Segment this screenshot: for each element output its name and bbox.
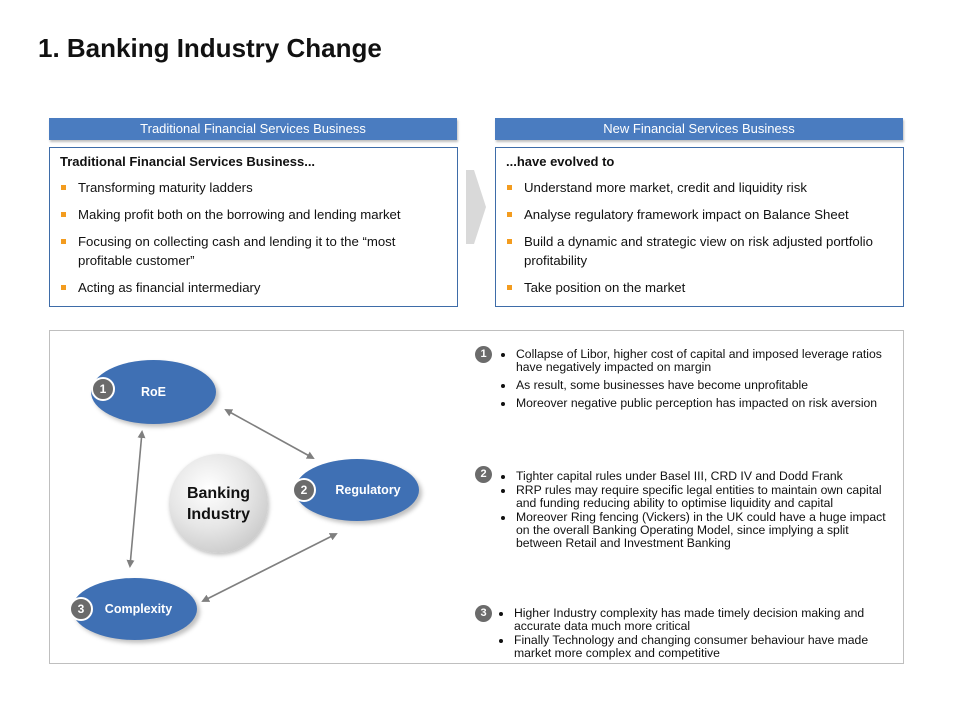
bullet-square-icon — [507, 285, 512, 290]
arrow-complexity-regulatory — [201, 533, 338, 602]
list-item: Transforming maturity ladders — [60, 178, 447, 197]
list-item: Tighter capital rules under Basel III, C… — [498, 470, 898, 483]
driver-3-list: Higher Industry complexity has made time… — [496, 607, 891, 665]
arrow-roe-regulatory — [224, 409, 315, 459]
list-item: Moreover Ring fencing (Vickers) in the U… — [498, 511, 898, 550]
bullet-square-icon — [61, 239, 66, 244]
arrow-roe-complexity — [126, 430, 146, 568]
list-item: Acting as financial intermediary — [60, 278, 447, 297]
drivers-box — [49, 330, 904, 664]
bullet-dot-icon — [501, 353, 505, 357]
traditional-list: Transforming maturity ladders Making pro… — [60, 178, 447, 297]
list-item: RRP rules may require specific legal ent… — [498, 484, 898, 510]
list-item: Making profit both on the borrowing and … — [60, 205, 447, 224]
driver-1-list: Collapse of Libor, higher cost of capita… — [498, 348, 893, 415]
driver-2-list: Tighter capital rules under Basel III, C… — [498, 470, 898, 555]
bullet-dot-icon — [501, 475, 505, 479]
list-item: Understand more market, credit and liqui… — [506, 178, 893, 197]
new-lead: ...have evolved to — [506, 154, 615, 169]
bullet-dot-icon — [499, 639, 503, 643]
bullet-dot-icon — [501, 489, 505, 493]
bullet-square-icon — [61, 212, 66, 217]
list-item: Collapse of Libor, higher cost of capita… — [498, 348, 893, 374]
list-item: Focusing on collecting cash and lending … — [60, 232, 447, 270]
driver-3-badge: 3 — [475, 605, 492, 622]
new-panel: ...have evolved to Understand more marke… — [495, 147, 904, 307]
list-item: Moreover negative public perception has … — [498, 397, 893, 410]
traditional-header: Traditional Financial Services Business — [49, 118, 457, 140]
chevron-right-icon — [466, 170, 486, 244]
bullet-dot-icon — [501, 402, 505, 406]
traditional-lead: Traditional Financial Services Business.… — [60, 154, 316, 169]
regulatory-number-badge: 2 — [292, 478, 316, 502]
banking-industry-circle: Banking Industry — [169, 454, 268, 553]
driver-2-badge: 2 — [475, 466, 492, 483]
bullet-dot-icon — [501, 384, 505, 388]
driver-1-badge: 1 — [475, 346, 492, 363]
bullet-dot-icon — [501, 516, 505, 520]
roe-number-badge: 1 — [91, 377, 115, 401]
list-item: Analyse regulatory framework impact on B… — [506, 205, 893, 224]
traditional-panel: Traditional Financial Services Business.… — [49, 147, 458, 307]
bullet-square-icon — [61, 185, 66, 190]
list-item: Higher Industry complexity has made time… — [496, 607, 891, 633]
bullet-square-icon — [61, 285, 66, 290]
new-list: Understand more market, credit and liqui… — [506, 178, 893, 297]
new-header: New Financial Services Business — [495, 118, 903, 140]
bullet-square-icon — [507, 212, 512, 217]
list-item: Take position on the market — [506, 278, 893, 297]
bullet-square-icon — [507, 239, 512, 244]
bullet-square-icon — [507, 185, 512, 190]
complexity-number-badge: 3 — [69, 597, 93, 621]
list-item: As result, some businesses have become u… — [498, 379, 893, 392]
bullet-dot-icon — [499, 612, 503, 616]
page-title: 1. Banking Industry Change — [38, 33, 382, 63]
list-item: Finally Technology and changing consumer… — [496, 634, 891, 660]
list-item: Build a dynamic and strategic view on ri… — [506, 232, 893, 270]
